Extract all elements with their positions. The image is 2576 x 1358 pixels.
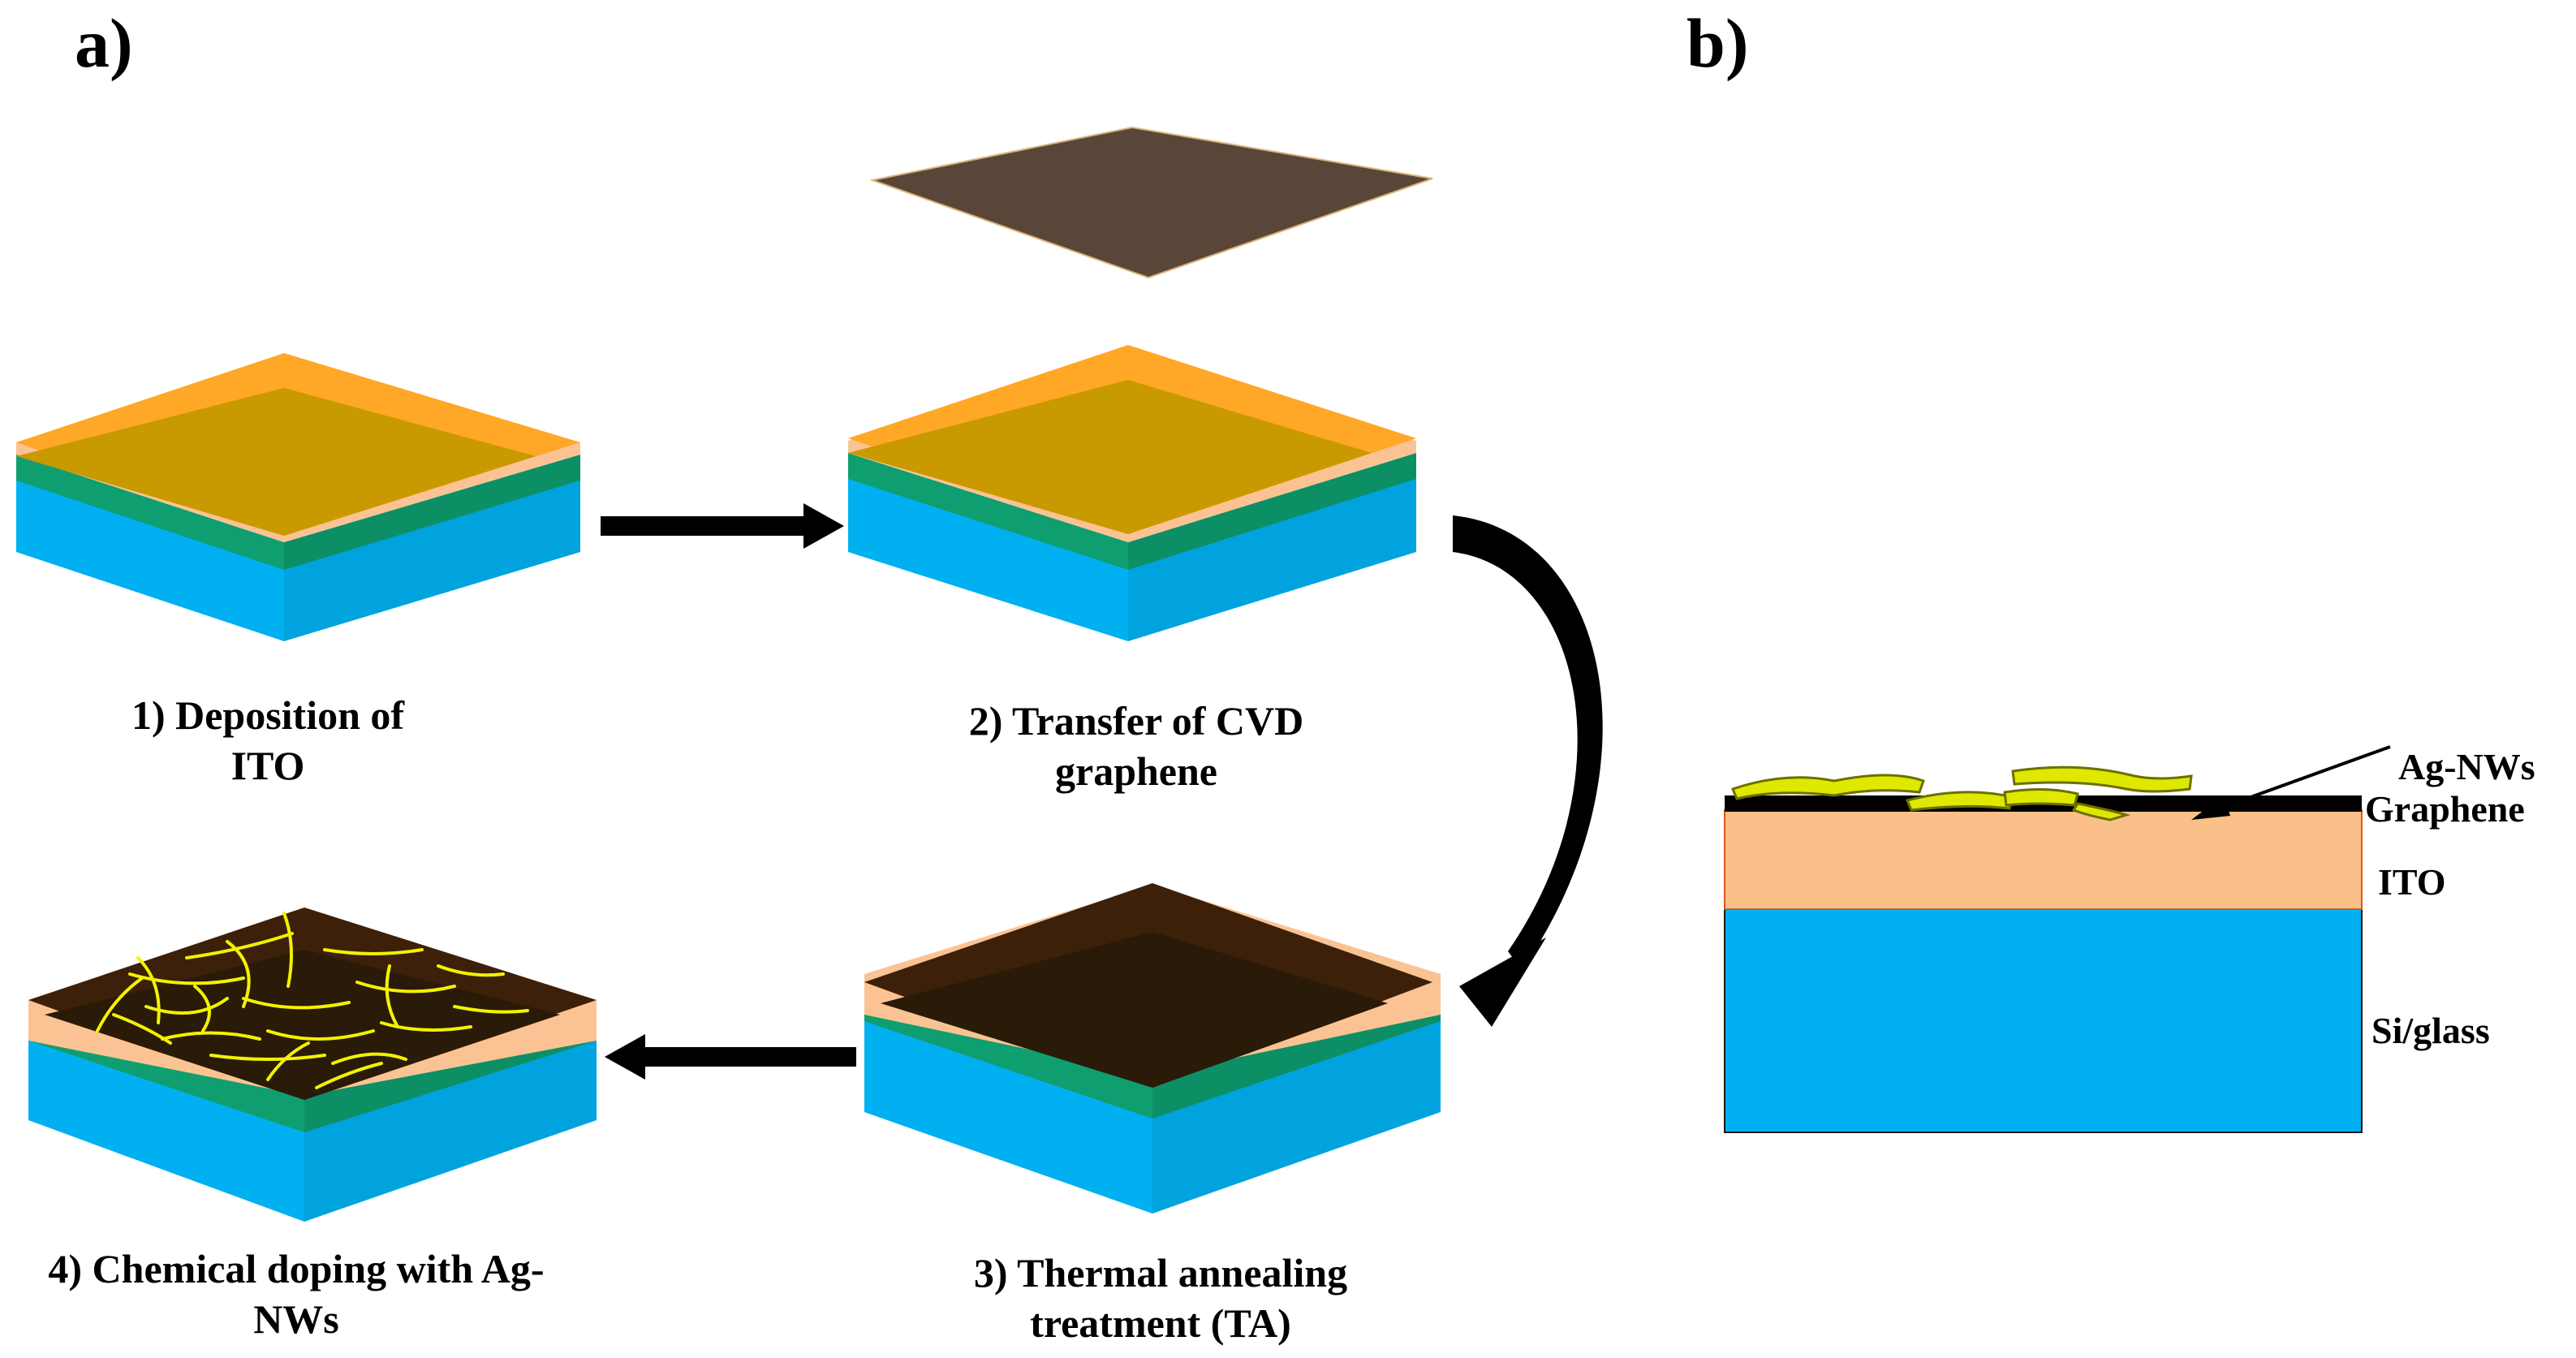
nanowire — [226, 940, 251, 1008]
nanowire — [331, 1052, 407, 1065]
nanowire — [112, 1013, 172, 1045]
step-3-caption-line2: treatment (TA) — [1030, 1300, 1291, 1346]
nanowire — [380, 1021, 472, 1032]
agnw-pointer-arrow — [2191, 745, 2391, 820]
nanowire — [136, 956, 161, 1024]
pointer-line — [2205, 745, 2391, 815]
arrow-shaft — [641, 1047, 856, 1067]
silver-nanowires — [96, 912, 529, 1089]
nanowire — [355, 981, 456, 994]
graphene-sheet-floating — [869, 126, 1433, 279]
graphene-inner-face — [45, 950, 560, 1100]
substrate-layer — [1724, 908, 2363, 1133]
substrate-left-face — [848, 477, 1128, 641]
step-3-stack — [864, 883, 1441, 1214]
label-agnw: Ag-NWs — [2398, 746, 2535, 787]
step-3-caption-line1: 3) Thermal annealing — [974, 1250, 1347, 1295]
nanowire — [453, 1005, 529, 1014]
step-1-caption-line2: ITO — [231, 743, 305, 788]
substrate-right-face — [1128, 477, 1416, 641]
arrow-step1-to-step2 — [601, 503, 844, 549]
label-graphene: Graphene — [2365, 788, 2525, 830]
nanowire-blob — [2003, 787, 2079, 807]
nanowire — [185, 932, 294, 959]
arrow-head — [605, 1034, 645, 1080]
green-band-left — [16, 455, 284, 570]
arrow-step2-to-step3 — [1453, 515, 1603, 1027]
curved-arrow-head — [1459, 938, 1546, 1027]
agnw-blobs — [1730, 765, 2193, 821]
ito-inner-face — [848, 380, 1372, 534]
arrow-head — [803, 503, 844, 549]
step-4-caption-line1: 4) Chemical doping with Ag- — [48, 1246, 544, 1291]
arrow-shaft — [601, 516, 808, 536]
nanowire — [266, 1029, 375, 1041]
nanowire — [437, 964, 505, 977]
curved-arrow-body — [1453, 515, 1603, 970]
nanowire — [385, 964, 399, 1028]
green-band-right — [1128, 453, 1416, 570]
graphene-inner-face — [881, 932, 1388, 1088]
label-ito: ITO — [2378, 861, 2446, 903]
step-2-caption-line1: 2) Transfer of CVD — [969, 698, 1303, 744]
nanowire-blob — [1905, 791, 2014, 812]
step-2-caption-line2: graphene — [1055, 748, 1217, 794]
nanowire — [209, 1054, 326, 1061]
label-substrate: Si/glass — [2371, 1010, 2490, 1051]
green-band-right — [284, 455, 580, 570]
arrow-step3-to-step4 — [605, 1034, 856, 1080]
nanowire — [323, 948, 424, 955]
step-1-stack — [16, 353, 580, 641]
step-1-caption-line1: 1) Deposition of — [131, 692, 405, 738]
ito-layer — [1724, 809, 2363, 910]
nanowire — [282, 912, 293, 988]
nanowire-blob — [2071, 802, 2131, 821]
step-4-stack — [28, 907, 597, 1222]
nanowire — [96, 976, 144, 1033]
ito-inner-face — [16, 388, 536, 536]
nanowire-blob — [2011, 765, 2193, 793]
nanowire — [315, 1062, 383, 1089]
nanowire — [193, 985, 211, 1033]
substrate-left-face — [16, 479, 284, 641]
panel-a-label: a) — [75, 4, 133, 82]
cross-section — [1724, 765, 2363, 1133]
panel-b-label: b) — [1686, 4, 1748, 82]
pointer-head — [2191, 795, 2230, 820]
nanowire — [161, 1031, 261, 1041]
substrate-right-face — [284, 479, 580, 641]
green-band-left — [848, 453, 1128, 570]
nanowire — [266, 1041, 310, 1081]
nanowire — [144, 997, 229, 1015]
step-2-stack — [848, 345, 1416, 641]
nanowire — [242, 997, 351, 1010]
step-4-caption-line2: NWs — [253, 1296, 339, 1342]
nanowire-blob — [1730, 774, 1925, 800]
